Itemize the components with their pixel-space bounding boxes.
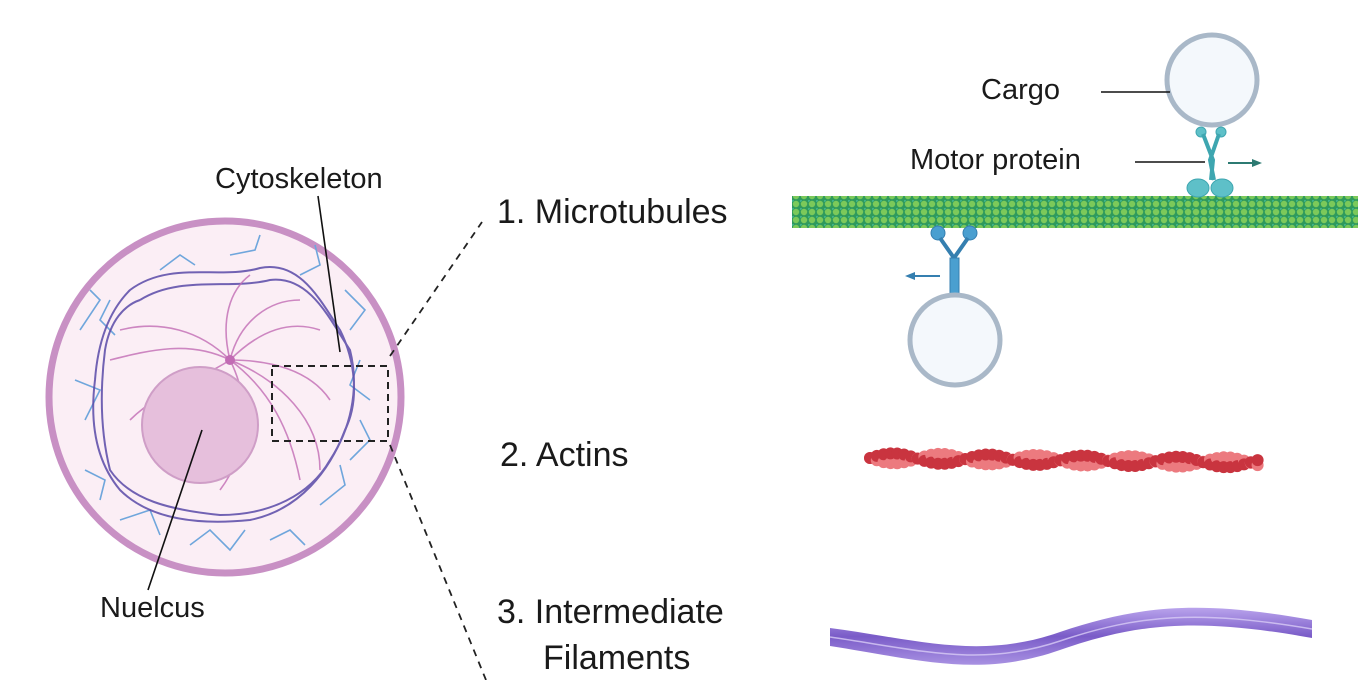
- zoom-line-top: [389, 221, 483, 357]
- zoom-line-bottom: [389, 444, 487, 680]
- upper-cargo-transport: [1164, 32, 1262, 198]
- intermediate-label-line2: Filaments: [543, 639, 690, 677]
- cargo-vesicle: [907, 292, 1003, 388]
- right-arrowhead-icon: [1252, 159, 1262, 167]
- nucleus-label: Nuelcus: [100, 592, 205, 624]
- motor-protein: [1186, 126, 1234, 198]
- cargo-vesicle: [1164, 32, 1260, 128]
- intermediate-filament-ring: [92, 265, 355, 523]
- cytoskeleton-leader: [317, 195, 341, 353]
- intermediate-filament: [830, 607, 1312, 665]
- nucleus-leader: [147, 429, 203, 591]
- cargo-label: Cargo: [981, 74, 1060, 106]
- left-arrowhead-icon: [905, 272, 915, 280]
- motor-protein-label: Motor protein: [910, 144, 1081, 176]
- microtubule-filament: [792, 196, 1358, 228]
- lower-cargo-transport: [905, 225, 1003, 388]
- intermediate-label-line1: 3. Intermediate: [497, 593, 724, 631]
- cytoskeleton-label: Cytoskeleton: [215, 163, 383, 195]
- centrosome: [225, 355, 235, 365]
- actins-label: 2. Actins: [500, 436, 629, 474]
- actin-subunit: [1251, 454, 1264, 467]
- microtubules-label: 1. Microtubules: [497, 193, 728, 231]
- nucleus: [141, 366, 259, 484]
- actin-filament: [864, 447, 1264, 474]
- cell: [45, 217, 487, 680]
